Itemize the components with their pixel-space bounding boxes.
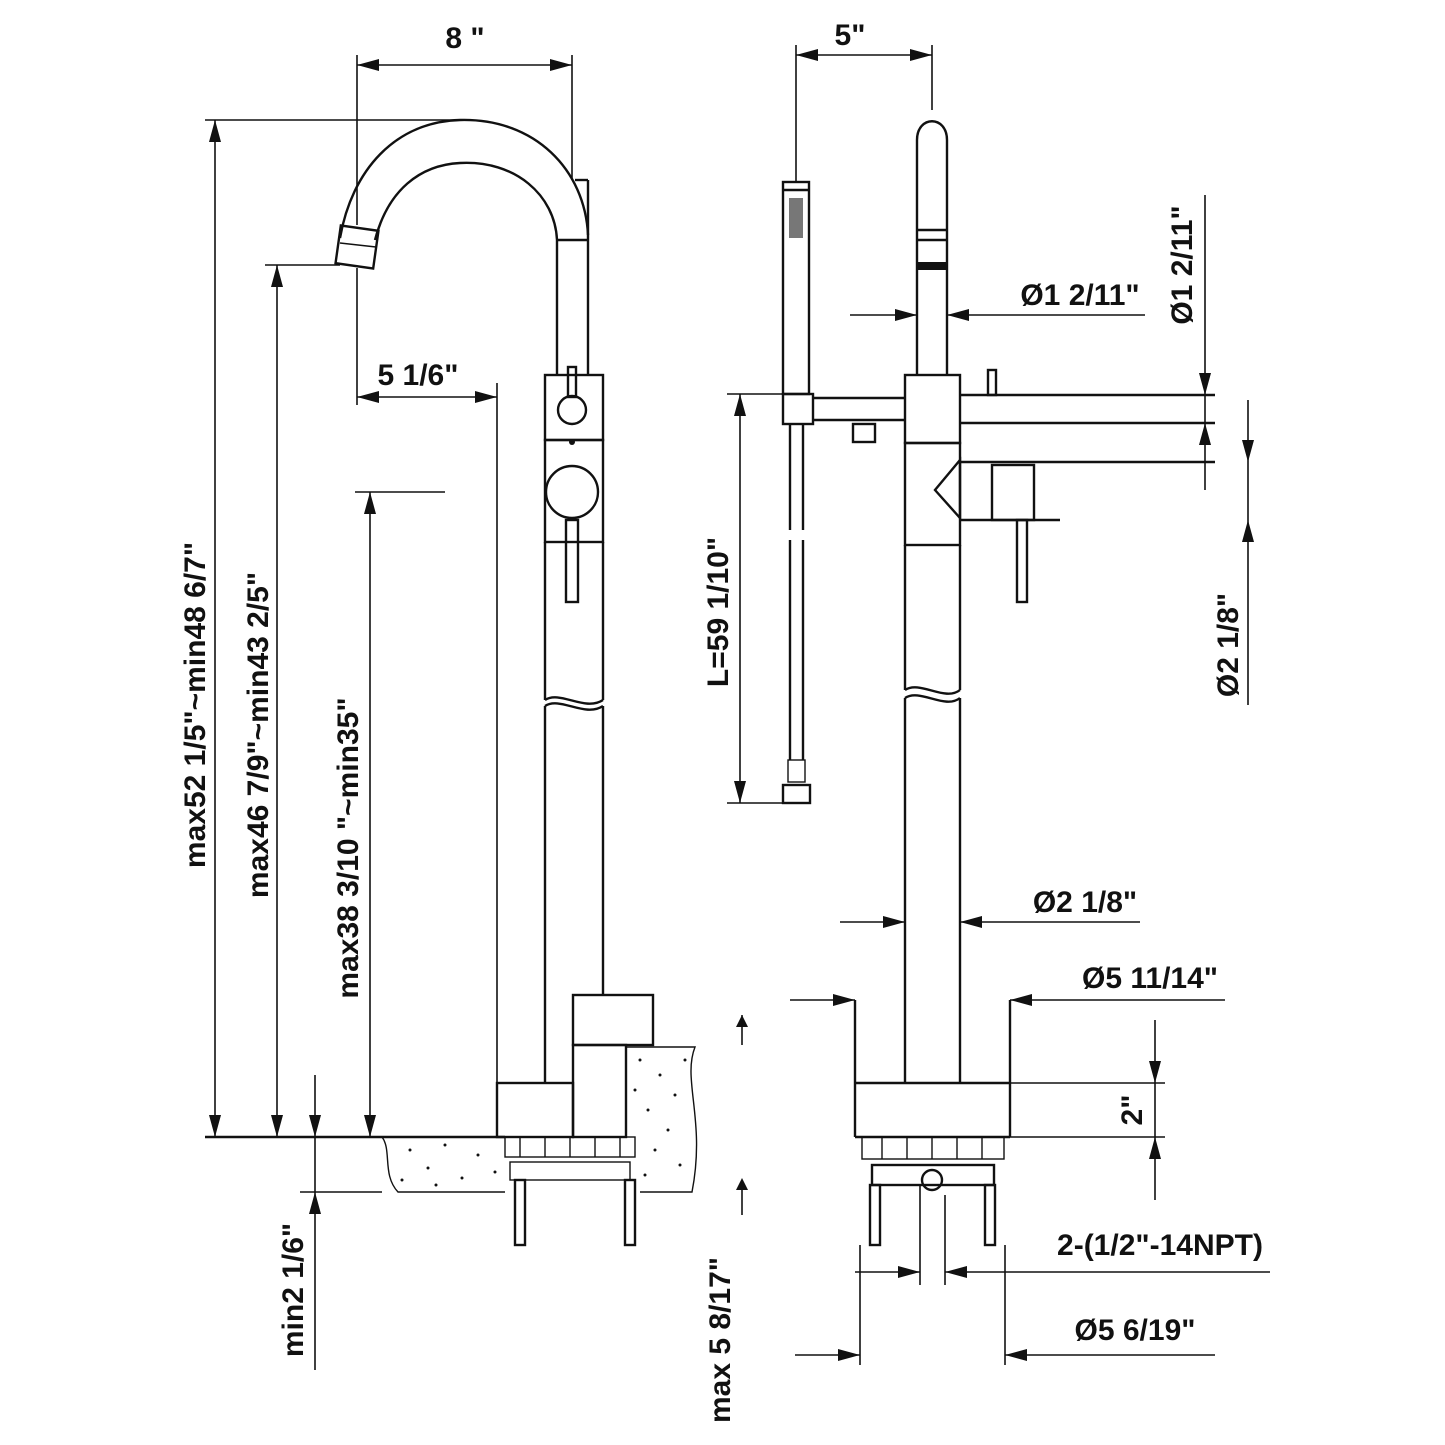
side-base [205,993,698,1247]
valve-diameter-label: Ø2 1/8" [1212,593,1245,697]
height-overall-label: max52 1/5"~min48 6/7" [179,542,212,868]
spout-offset-label: 5 1/6" [378,359,459,392]
dim-height-spout: max46 7/9"~min43 2/5" [242,264,340,1137]
floor-depth-max-label: max 5 8/17" [704,1257,737,1423]
front-view: 5" Ø1 2/11" Ø1 2/11" Ø2 1/8" [702,19,1270,1365]
concrete-texture [400,1058,687,1187]
base-height-label: 2" [1116,1095,1149,1126]
side-view: 8 " 5 1/6" max52 1/5"~min48 6/7" max46 7… [179,22,748,1423]
handshower-offset-label: 5" [835,19,866,52]
dim-spout-diameter: Ø1 2/11" [850,279,1145,321]
side-mounting-bracket [504,1136,637,1247]
column-diameter-label: Ø2 1/8" [1033,886,1137,919]
dim-hose-length: L=59 1/10" [702,393,783,804]
spout-reach-label: 8 " [445,22,484,55]
hose-length-label: L=59 1/10" [702,537,735,687]
height-spout-label: max46 7/9"~min43 2/5" [242,572,275,898]
height-handle-label: max38 3/10 "~min35" [332,697,365,998]
gooseneck-spout [334,118,590,375]
side-column [543,542,605,1083]
dim-supply-connections: 2-(1/2"-14NPT) [855,1185,1270,1285]
hand-shower [781,180,905,805]
front-base [853,1000,1012,1247]
base-diameter-label: Ø5 11/14" [1082,962,1218,995]
dim-height-handle: max38 3/10 "~min35" [332,491,445,1137]
dim-spout-diameter-vertical: Ø1 2/11" [1166,195,1211,490]
dim-column-diameter: Ø2 1/8" [840,886,1140,928]
front-valve [903,368,1215,604]
floor-depth-min-label: min2 1/6" [277,1223,310,1357]
front-spout [915,120,949,375]
dim-spout-offset: 5 1/6" [356,268,498,1083]
dim-mount-diameter: Ø5 6/19" [795,1245,1215,1365]
dim-spout-reach: 8 " [356,22,573,225]
dim-handshower-offset: 5" [795,19,933,182]
mount-diameter-label: Ø5 6/19" [1075,1314,1196,1347]
dim-valve-diameter: Ø2 1/8" [1212,400,1254,705]
front-column [903,545,962,1083]
dim-base-diameter: Ø5 11/14" [790,962,1225,1006]
spout-diameter-label: Ø1 2/11" [1020,279,1139,312]
supply-connections-label: 2-(1/2"-14NPT) [1057,1229,1263,1262]
dim-floor-depth: min2 1/6" max 5 8/17" [277,1015,748,1423]
dim-base-height: 2" [1010,1020,1165,1200]
valve-body [543,365,605,604]
spout-diameter-vertical-label: Ø1 2/11" [1166,205,1199,324]
dim-height-overall: max52 1/5"~min48 6/7" [179,119,460,1137]
